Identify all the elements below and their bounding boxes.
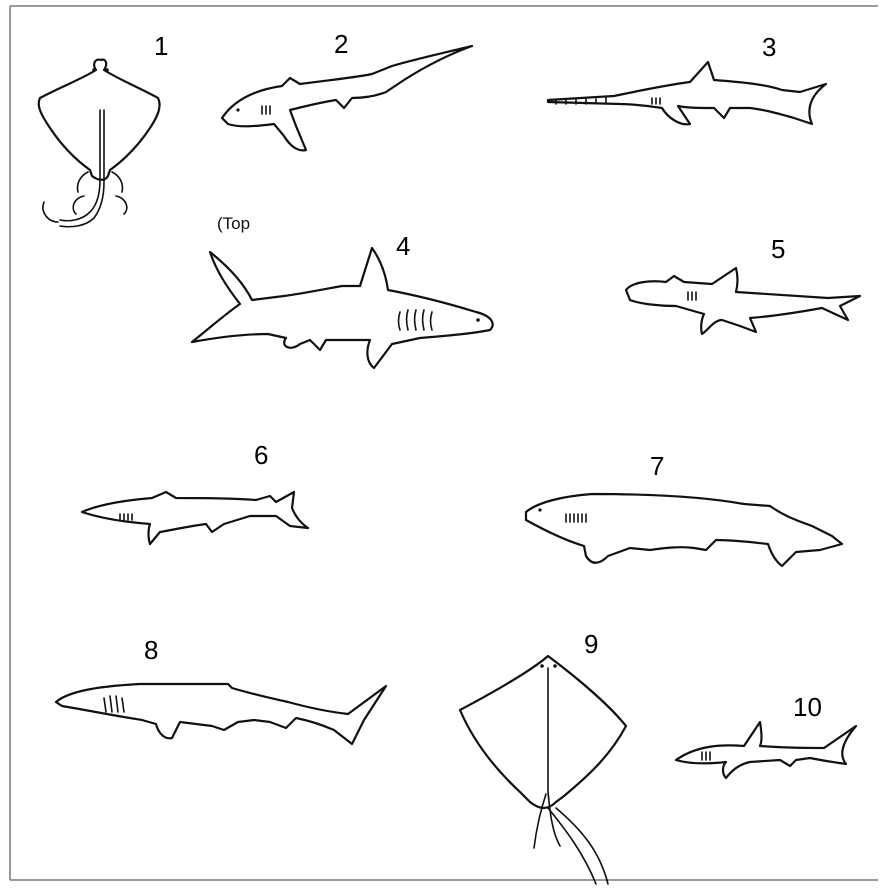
specimen-8-shark xyxy=(56,684,386,744)
label-10: 10 xyxy=(793,692,822,722)
label-3: 3 xyxy=(762,32,776,62)
caption-fragment: (Top xyxy=(217,214,250,233)
figure-frame xyxy=(10,6,878,880)
specimen-10-small-shark xyxy=(676,722,856,778)
label-9: 9 xyxy=(584,629,598,659)
specimen-1-ray xyxy=(39,60,160,227)
specimen-9-stingray xyxy=(460,656,626,884)
label-1: 1 xyxy=(154,31,168,61)
label-8: 8 xyxy=(144,635,158,665)
specimen-2-thresher-shark xyxy=(222,46,472,150)
label-2: 2 xyxy=(334,29,348,59)
label-6: 6 xyxy=(254,440,268,470)
specimen-6-slender-shark xyxy=(82,492,308,544)
specimen-5-hammerhead-shark xyxy=(626,268,860,334)
label-7: 7 xyxy=(650,451,664,481)
specimen-3-sawshark xyxy=(548,62,826,124)
label-5: 5 xyxy=(771,234,785,264)
specimen-4-large-shark xyxy=(192,248,493,368)
label-4: 4 xyxy=(396,231,410,261)
specimen-7-cow-shark xyxy=(526,494,842,566)
